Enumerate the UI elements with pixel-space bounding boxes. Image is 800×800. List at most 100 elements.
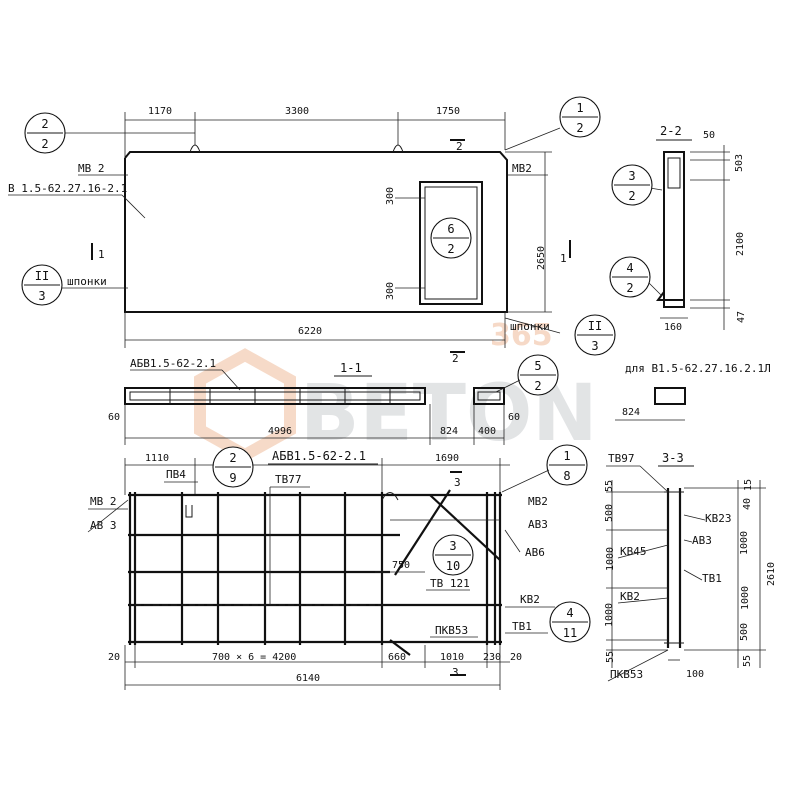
svg-text:2: 2 xyxy=(534,379,541,393)
svg-text:2: 2 xyxy=(41,137,48,151)
reinf-dim-660: 660 xyxy=(388,652,406,663)
reinf-dim-1110: 1110 xyxy=(145,453,169,464)
s33-dim-right-1000-b: 1000 xyxy=(740,586,751,610)
s33-dim-left-55-bottom: 55 xyxy=(605,651,616,663)
bubble-3-2: 3 2 xyxy=(611,164,653,206)
svg-text:4: 4 xyxy=(566,606,573,620)
svg-text:5: 5 xyxy=(534,359,541,373)
elev-section-1-left: 1 xyxy=(98,248,105,261)
elev-opening-dim-bottom: 300 xyxy=(385,282,396,300)
svg-text:8: 8 xyxy=(563,469,570,483)
s33-dim-left-55-top: 55 xyxy=(604,480,615,492)
s33-label-kv45: КВ45 xyxy=(620,545,647,558)
bubble-II-3-right: II 3 xyxy=(574,314,616,356)
s33-dim-right-500: 500 xyxy=(739,623,750,641)
reinf-dim-4200: 700 × 6 = 4200 xyxy=(212,652,296,663)
svg-text:9: 9 xyxy=(229,471,236,485)
elevation-view: 1170 3300 1750 300 300 2650 6220 1 1 2 2 xyxy=(8,106,571,365)
elev-panel-code: В 1.5-62.27.16-2.1 xyxy=(8,182,127,195)
elev-dim-6220: 6220 xyxy=(298,326,322,337)
s33-label-pkv53: ПКВ53 xyxy=(610,668,643,681)
s33-dim-left-1000-a: 1000 xyxy=(605,547,616,571)
elev-opening-dim-top: 300 xyxy=(385,187,396,205)
reinf-label-pkv53: ПКВ53 xyxy=(435,624,468,637)
elev-dim-2650: 2650 xyxy=(536,246,547,270)
bubble-1-8: 1 8 xyxy=(501,444,588,493)
s11-dim-824-alt: 824 xyxy=(622,407,640,418)
reinf-dim-1690: 1690 xyxy=(435,453,459,464)
reinf-label-tv77: ТВ77 xyxy=(275,473,302,486)
reinf-label-pv4: ПВ4 xyxy=(166,468,186,481)
reinf-dim-750: 750 xyxy=(392,560,410,571)
reinf-label-mv2-left: МВ 2 xyxy=(90,495,117,508)
section-1-1: 1-1 АБВ1.5-62-2.1 для В1.5-62.27.16.2.1Л… xyxy=(108,357,771,445)
svg-text:1: 1 xyxy=(576,101,583,115)
s22-dim-503: 503 xyxy=(734,154,745,172)
s11-dim-60-right: 60 xyxy=(508,412,520,423)
elev-mark-left: МВ 2 xyxy=(78,162,105,175)
s22-dim-160: 160 xyxy=(664,322,682,333)
reinf-label-tv121: ТВ 121 xyxy=(430,577,470,590)
section-1-1-note: для В1.5-62.27.16.2.1Л xyxy=(625,362,771,375)
reinforcement-view: АБВ1.5-62-2.1 1110 1690 xyxy=(87,449,555,690)
svg-text:2: 2 xyxy=(628,189,635,203)
elev-dim-1750: 1750 xyxy=(436,106,460,117)
elev-section-2-bottom: 2 xyxy=(452,352,459,365)
svg-text:3: 3 xyxy=(628,169,635,183)
bubble-2-9: 2 9 xyxy=(212,446,254,488)
reinf-title: АБВ1.5-62-2.1 xyxy=(272,449,366,463)
reinf-label-kv2: КВ2 xyxy=(520,593,540,606)
reference-bubbles: 2 2 1 2 II 3 6 2 II 3 xyxy=(21,96,653,643)
section-3-3-title: 3-3 xyxy=(662,451,684,465)
svg-text:3: 3 xyxy=(449,539,456,553)
s11-dim-824: 824 xyxy=(440,426,458,437)
reinf-dim-1010: 1010 xyxy=(440,652,464,663)
reinf-dim-20-left: 20 xyxy=(108,652,120,663)
reinf-section-3-top: 3 xyxy=(454,476,461,489)
watermark-number: 365 xyxy=(490,318,553,353)
svg-text:2: 2 xyxy=(626,281,633,295)
svg-text:3: 3 xyxy=(38,289,45,303)
s33-dim-100: 100 xyxy=(686,669,704,680)
reinf-label-av3-right: АВ3 xyxy=(528,518,548,531)
reinf-dim-6140: 6140 xyxy=(296,673,320,684)
section-1-1-title: 1-1 xyxy=(340,361,362,375)
svg-text:II: II xyxy=(35,269,49,283)
s33-label-tv97: ТВ97 xyxy=(608,452,635,465)
elev-section-1-right: 1 xyxy=(560,252,567,265)
bubble-2-2: 2 2 xyxy=(24,112,66,154)
svg-text:1: 1 xyxy=(563,449,570,463)
svg-text:11: 11 xyxy=(563,626,577,640)
section-3-3: 3-3 55 500 1000 1000 55 15 40 1000 1000 … xyxy=(604,451,777,682)
s22-dim-50: 50 xyxy=(703,130,715,141)
s33-dim-right-55: 55 xyxy=(742,655,753,667)
svg-text:3: 3 xyxy=(591,339,598,353)
section-1-1-label: АБВ1.5-62-2.1 xyxy=(130,357,216,370)
bubble-II-3-left: II 3 xyxy=(21,264,63,306)
svg-text:2: 2 xyxy=(229,451,236,465)
svg-text:2: 2 xyxy=(447,242,454,256)
bubble-5-2: 5 2 xyxy=(495,354,559,396)
elev-keys-right: шпонки xyxy=(510,320,550,333)
s33-dim-left-500: 500 xyxy=(604,504,615,522)
reinf-label-tv1: ТВ1 xyxy=(512,620,532,633)
elev-keys-left: шпонки xyxy=(67,275,107,288)
reinf-label-mv2-right: МВ2 xyxy=(528,495,548,508)
elev-dim-1170: 1170 xyxy=(148,106,172,117)
bubble-6-2: 6 2 xyxy=(430,217,472,259)
s33-dim-right-15: 15 xyxy=(743,479,754,491)
s11-dim-4996: 4996 xyxy=(268,426,292,437)
reinf-vertical-bars xyxy=(128,492,502,645)
s33-label-kv23: КВ23 xyxy=(705,512,732,525)
reinf-label-av3-left: АВ 3 xyxy=(90,519,117,532)
s22-dim-2100: 2100 xyxy=(735,232,746,256)
s33-label-av3: АВ3 xyxy=(692,534,712,547)
s33-label-tv1: ТВ1 xyxy=(702,572,722,585)
s11-dim-400: 400 xyxy=(478,426,496,437)
section-2-2: 2-2 50 503 2100 47 160 xyxy=(647,124,747,333)
reinf-section-3-bottom: 3 xyxy=(452,666,459,679)
bubble-1-2: 1 2 xyxy=(559,96,601,138)
reinf-dim-20-right: 20 xyxy=(510,652,522,663)
elev-mark-right: МВ2 xyxy=(512,162,532,175)
